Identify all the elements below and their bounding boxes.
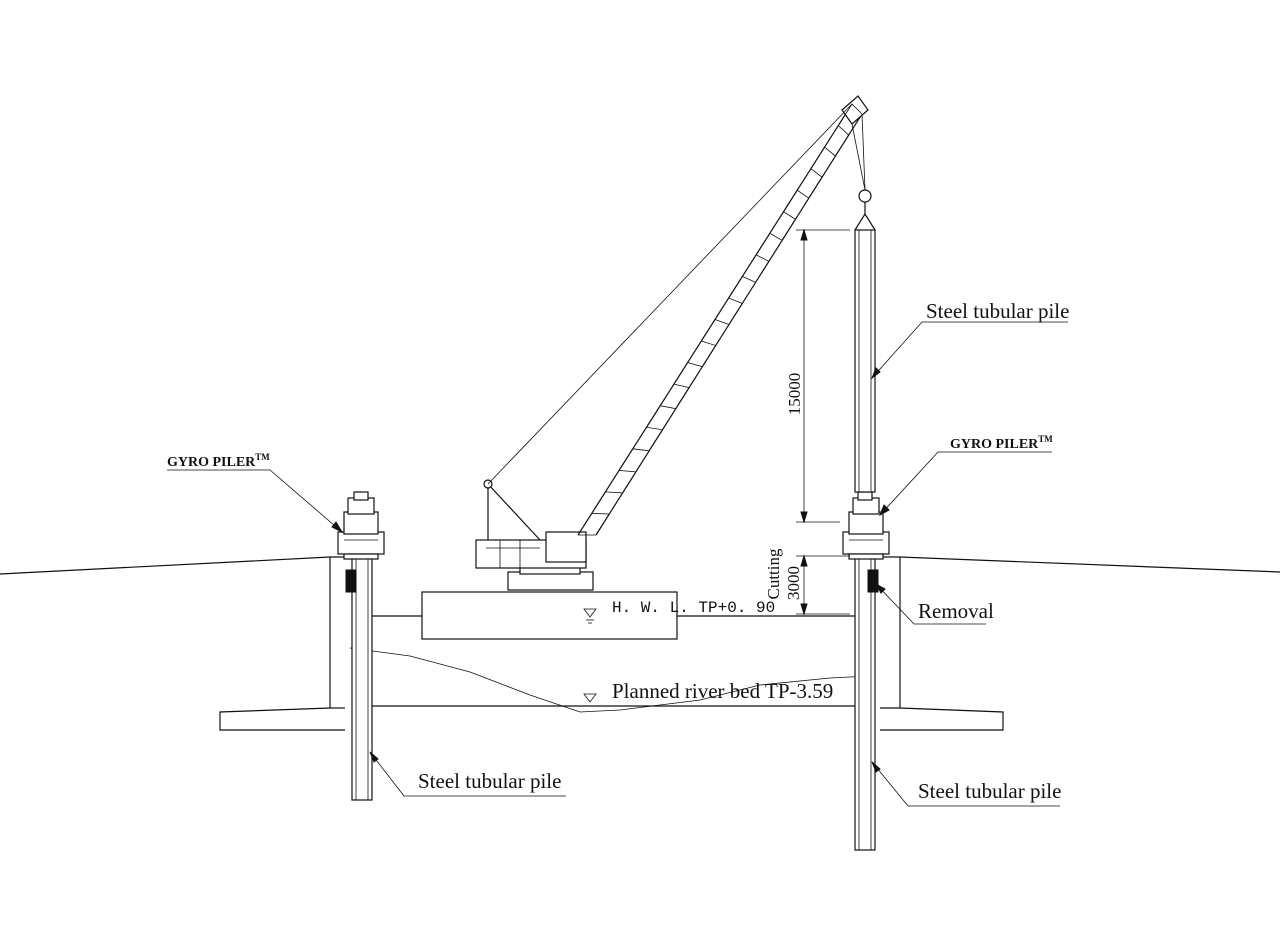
hwl-marker <box>583 608 597 624</box>
riverbed-marker <box>583 693 597 703</box>
label-steel-pile-bottom-right: Steel tubular pile <box>918 779 1061 803</box>
label-gyro-left: GYRO PILERTM <box>167 452 270 470</box>
left-abutment <box>219 557 345 731</box>
right-abutment <box>880 557 1004 731</box>
leader-steel-pile-bottom-right <box>871 761 1060 807</box>
ground-line <box>0 556 1280 575</box>
label-gyro-left-tm: TM <box>255 452 270 462</box>
leader-removal <box>874 582 986 625</box>
dim-3000-label: 3000 <box>784 566 803 600</box>
left-gyro-piler <box>337 491 385 560</box>
suspended-pile <box>854 189 876 493</box>
leader-gyro-right <box>879 451 1052 517</box>
left-pile <box>345 554 373 801</box>
leader-steel-pile-bottom-left <box>369 751 566 797</box>
label-steel-pile-top-right: Steel tubular pile <box>926 299 1069 323</box>
barge <box>421 591 678 640</box>
label-gyro-right: GYRO PILERTM <box>950 434 1053 452</box>
crane <box>475 95 869 591</box>
dim-cutting-label: Cutting <box>764 548 783 600</box>
dimension-cutting-3000 <box>796 554 850 616</box>
right-pile <box>854 554 879 851</box>
boom-lattice <box>578 103 863 536</box>
label-gyro-right-tm: TM <box>1038 434 1053 444</box>
leader-gyro-left <box>167 469 344 534</box>
label-steel-pile-bottom-left: Steel tubular pile <box>418 769 561 793</box>
label-river-bed: Planned river bed TP-3.59 <box>612 679 833 703</box>
dim-15000-label: 15000 <box>785 373 804 416</box>
dimension-15000 <box>796 228 850 524</box>
label-removal: Removal <box>918 599 994 623</box>
label-hwl: H. W. L. TP+0. 90 <box>612 599 775 617</box>
right-gyro-piler <box>842 491 890 560</box>
leader-steel-pile-top-right <box>870 321 1068 380</box>
